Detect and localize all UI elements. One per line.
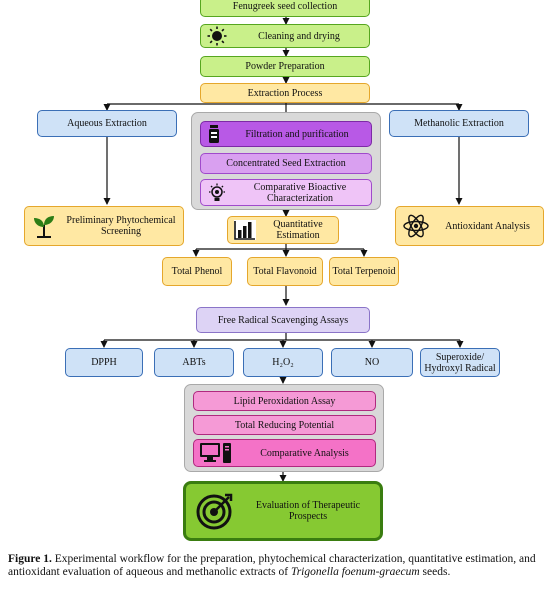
extraction-process-step: Extraction Process xyxy=(200,83,370,103)
plant-sprout-icon xyxy=(34,216,54,238)
superoxide-step: Superoxide/ Hydroxyl Radical xyxy=(420,348,500,377)
total-flavonoid-step: Total Flavonoid xyxy=(247,257,323,286)
free-radical-assays-label: Free Radical Scavenging Assays xyxy=(217,314,349,326)
caption-tail: seeds. xyxy=(419,566,451,578)
superoxide-label: Superoxide/ Hydroxyl Radical xyxy=(424,351,496,374)
comparative-analysis-label: Comparative Analysis xyxy=(260,447,349,459)
powder-preparation-step: Powder Preparation xyxy=(200,56,370,77)
total-reducing-label: Total Reducing Potential xyxy=(234,419,335,431)
comparative-bioactive-label: Comparative Bioactive Characterization xyxy=(253,181,347,204)
target-icon xyxy=(196,493,233,530)
cleaning-drying-step: Cleaning and drying xyxy=(200,24,370,48)
h2o2-label: H₂O₂ xyxy=(272,357,294,368)
lipid-peroxidation-step: Lipid Peroxidation Assay xyxy=(193,391,376,411)
cleaning-drying-label: Cleaning and drying xyxy=(258,30,340,42)
aqueous-extraction-step: Aqueous Extraction xyxy=(37,110,177,137)
seed-collection-step: Fenugreek seed collection xyxy=(200,0,370,17)
figure-caption: Figure 1. Experimental workflow for the … xyxy=(8,553,538,579)
powder-preparation-label: Powder Preparation xyxy=(245,61,325,72)
total-reducing-step: Total Reducing Potential xyxy=(193,415,376,435)
antioxidant-analysis-label: Antioxidant Analysis xyxy=(445,220,530,232)
h2o2-step: H₂O₂ xyxy=(243,348,323,377)
caption-species: Trigonella foenum-graecum xyxy=(290,566,420,578)
preliminary-screening-step: Preliminary Phytochemical Screening xyxy=(24,206,184,246)
figure-label: Figure 1. xyxy=(8,553,52,565)
total-phenol-label: Total Phenol xyxy=(171,266,223,277)
quantitative-estimation-label: Quantitative Estimation xyxy=(273,219,323,241)
total-terpenoid-step: Total Terpenoid xyxy=(329,257,399,286)
abts-step: ABTs xyxy=(154,348,234,377)
evaluation-label: Evaluation of Therapeutic Prospects xyxy=(255,500,361,522)
preliminary-screening-label: Preliminary Phytochemical Screening xyxy=(66,215,176,237)
seed-collection-label: Fenugreek seed collection xyxy=(232,1,338,12)
aqueous-extraction-label: Aqueous Extraction xyxy=(67,118,147,129)
total-terpenoid-label: Total Terpenoid xyxy=(332,266,396,277)
quantitative-estimation-step: Quantitative Estimation xyxy=(227,216,339,244)
concentrated-extraction-step: Concentrated Seed Extraction xyxy=(200,153,372,174)
evaluation-step: Evaluation of Therapeutic Prospects xyxy=(183,481,383,541)
total-flavonoid-label: Total Flavonoid xyxy=(253,266,317,277)
caption-text: Experimental workflow for the preparatio… xyxy=(8,553,536,578)
methanolic-extraction-label: Methanolic Extraction xyxy=(414,118,504,129)
lipid-peroxidation-label: Lipid Peroxidation Assay xyxy=(233,395,336,407)
total-phenol-step: Total Phenol xyxy=(162,257,232,286)
extraction-process-label: Extraction Process xyxy=(247,87,323,99)
dpph-step: DPPH xyxy=(65,348,143,377)
computer-icon xyxy=(200,443,231,463)
methanolic-extraction-step: Methanolic Extraction xyxy=(389,110,529,137)
antioxidant-analysis-step: Antioxidant Analysis xyxy=(395,206,544,246)
abts-label: ABTs xyxy=(182,357,206,368)
no-step: NO xyxy=(331,348,413,377)
no-label: NO xyxy=(364,357,380,368)
comparative-analysis-step: Comparative Analysis xyxy=(193,439,376,467)
free-radical-assays-step: Free Radical Scavenging Assays xyxy=(196,307,370,333)
comparative-bioactive-step: Comparative Bioactive Characterization xyxy=(200,179,372,206)
filtration-step: Filtration and purification xyxy=(200,121,372,147)
sun-icon xyxy=(207,26,227,46)
filtration-label: Filtration and purification xyxy=(245,128,349,140)
dpph-label: DPPH xyxy=(91,357,117,368)
filter-flask-icon xyxy=(209,125,219,143)
bar-chart-icon xyxy=(234,220,256,240)
lightbulb-gear-icon xyxy=(209,183,225,201)
concentrated-extraction-label: Concentrated Seed Extraction xyxy=(226,158,346,169)
atom-icon xyxy=(403,214,429,238)
